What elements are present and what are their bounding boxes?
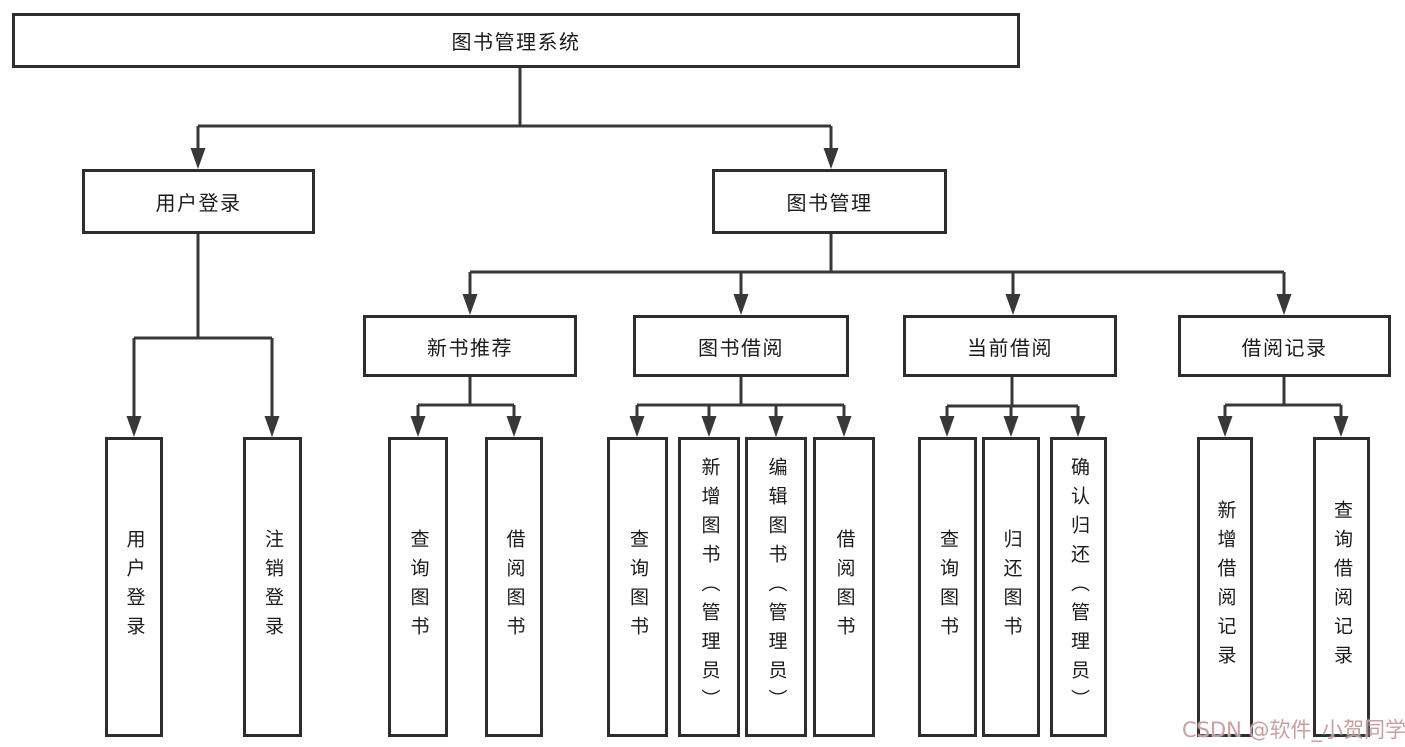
node-book-borrow: 图书借阅 [633,315,849,377]
node-leaf-bb-add-books-label: 新增图书（管理员） [698,456,721,718]
node-leaf-cb-confirm-return-label: 确认归还（管理员） [1068,456,1090,718]
connector-book-mgmt-children [462,233,1292,315]
node-leaf-nbr-query-books: 查询图书 [388,437,448,737]
node-root-system: 图书管理系统 [12,13,1020,68]
node-leaf-bb-borrow-books: 借阅图书 [813,437,875,737]
node-leaf-nbr-query-books-label: 查询图书 [407,529,430,645]
node-leaf-bb-edit-books: 编辑图书（管理员） [745,437,807,737]
node-leaf-bb-query-books: 查询图书 [607,437,668,737]
connector-current-borrow-children [939,377,1086,437]
node-leaf-br-add-record-label: 新增借阅记录 [1214,500,1237,674]
node-leaf-cb-query-books: 查询图书 [918,437,977,737]
connector-new-book-rec-children [410,377,522,437]
node-leaf-user-login-label: 用户登录 [123,529,146,645]
node-leaf-cb-return-books: 归还图书 [982,437,1040,737]
node-leaf-cb-confirm-return: 确认归还（管理员） [1050,437,1107,737]
node-leaf-bb-edit-books-label: 编辑图书（管理员） [765,456,788,718]
node-leaf-br-query-record: 查询借阅记录 [1313,437,1370,737]
connector-root-to-level2 [190,68,839,169]
connector-book-borrow-children [629,377,852,437]
node-leaf-nbr-borrow-books-label: 借阅图书 [503,529,526,645]
node-leaf-nbr-borrow-books: 借阅图书 [485,437,543,737]
node-current-borrow: 当前借阅 [903,315,1117,377]
connector-borrow-records-children [1217,377,1349,437]
node-leaf-logout-label: 注销登录 [262,529,284,645]
node-leaf-cb-query-books-label: 查询图书 [937,529,959,645]
csdn-watermark: CSDN @软件_小贺同学 [1182,718,1405,742]
node-leaf-logout: 注销登录 [243,437,302,737]
node-leaf-bb-borrow-books-label: 借阅图书 [833,529,856,645]
node-leaf-br-add-record: 新增借阅记录 [1197,437,1253,737]
node-leaf-cb-return-books-label: 归还图书 [1000,529,1023,645]
connector-user-login-children [126,234,280,437]
node-leaf-bb-add-books: 新增图书（管理员） [678,437,740,737]
node-borrow-records: 借阅记录 [1178,315,1391,377]
node-book-mgmt: 图书管理 [712,169,947,234]
node-leaf-br-query-record-label: 查询借阅记录 [1331,500,1353,674]
node-new-book-rec: 新书推荐 [363,315,577,377]
node-leaf-user-login: 用户登录 [105,437,163,737]
node-user-login: 用户登录 [82,169,315,234]
node-leaf-bb-query-books-label: 查询图书 [627,529,649,645]
